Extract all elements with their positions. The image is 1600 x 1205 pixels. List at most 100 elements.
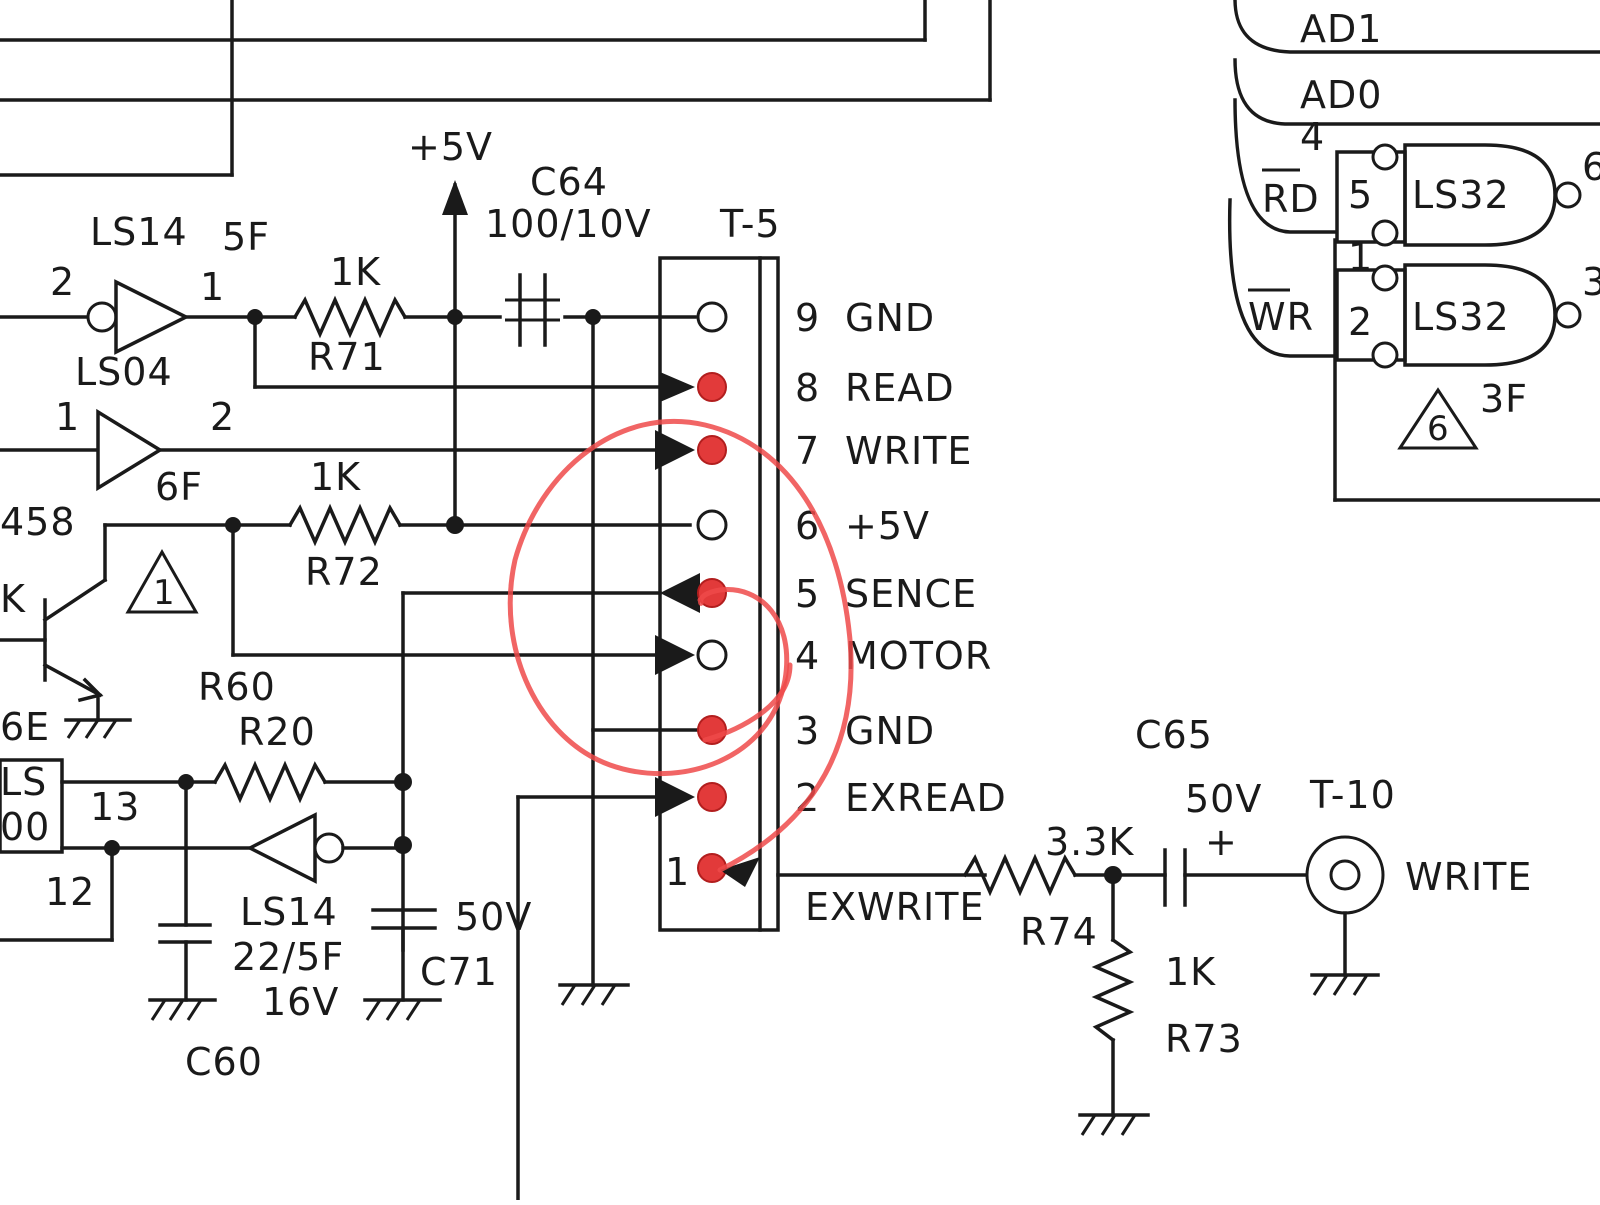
bus-4-label: 4 — [1300, 115, 1325, 159]
ground-bus — [558, 315, 702, 1006]
r60-label: R60 — [198, 665, 276, 709]
ls00-r20-block: LS 00 13 12 R20 LS14 22/5F 16V C60 50V C… — [0, 710, 532, 1084]
gate2-pin2: 2 — [1348, 300, 1373, 344]
connector-pin-6 — [696, 509, 728, 541]
c65-plus: + — [1205, 820, 1238, 864]
ad1-label: AD1 — [1300, 7, 1382, 51]
exwrite-label: EXWRITE — [805, 885, 984, 929]
plus5v-rail: +5V — [408, 125, 492, 527]
red-spiral-annotation — [507, 418, 854, 873]
connector-label: T-5 — [719, 202, 781, 246]
rd-label: RD — [1262, 177, 1320, 221]
gate1-out: 6 — [1582, 145, 1600, 189]
pin-name-2: EXREAD — [845, 776, 1007, 820]
ls04-pin-in: 1 — [55, 395, 80, 439]
gate2-out: 3 — [1582, 260, 1600, 304]
c64-label: C64 — [530, 160, 608, 204]
ad0-label: AD0 — [1300, 73, 1382, 117]
connector-pin-7 — [697, 435, 727, 465]
c71-label: C71 — [420, 950, 498, 994]
arrow-right-icon — [660, 372, 695, 402]
pin-1-number: 1 — [665, 850, 689, 894]
sence-net — [394, 573, 700, 952]
arrow-right-icon — [655, 635, 695, 675]
pin-name-9: GND — [845, 296, 935, 340]
arrow-right-icon — [655, 430, 695, 470]
r73-label: R73 — [1165, 1017, 1243, 1061]
ls14-a-pin-out: 1 — [200, 265, 225, 309]
c60-value: 22/5F — [232, 935, 344, 979]
pin-name-6: +5V — [845, 504, 930, 548]
ls00-partial-b: 00 — [0, 805, 50, 849]
r74-label: R74 — [1020, 910, 1098, 954]
pin-number-7: 7 — [795, 429, 819, 473]
arrow-right-icon — [655, 777, 695, 817]
r74-value: 3.3K — [1045, 820, 1134, 864]
write-jack-label: WRITE — [1405, 855, 1532, 899]
r20-label: R20 — [238, 710, 316, 754]
arrow-up-icon — [442, 180, 468, 215]
transistor-k-label: K — [0, 577, 26, 621]
ls04-loc: 6F — [155, 465, 203, 509]
ls14-a-loc: 5F — [222, 215, 270, 259]
r71-value: 1K — [330, 250, 381, 294]
pin-number-9: 9 — [795, 296, 819, 340]
c60-label: C60 — [185, 1040, 263, 1084]
connector-pin-2 — [697, 782, 727, 812]
ls14-a-label: LS14 — [90, 210, 188, 254]
c65-volt: 50V — [1185, 777, 1262, 821]
exread-net — [516, 777, 695, 1202]
pin-number-4: 4 — [795, 634, 819, 678]
ls32-a-label: LS32 — [1412, 173, 1510, 217]
c65-label: C65 — [1135, 713, 1213, 757]
pin-number-8: 8 — [795, 366, 819, 410]
c64-value: 100/10V — [485, 202, 652, 246]
ls00-partial-a: LS — [0, 760, 47, 804]
ls04-label: LS04 — [75, 350, 173, 394]
pin-name-5: SENCE — [845, 572, 977, 616]
ls14-a-pin-in: 2 — [50, 260, 75, 304]
connector-pin-4 — [696, 639, 728, 671]
pin-number-3: 3 — [795, 709, 819, 753]
r71-label: R71 — [308, 335, 386, 379]
warning-1-number: 1 — [153, 573, 175, 613]
warning-6-number: 6 — [1427, 409, 1449, 449]
ls04-gate: LS04 1 2 6F — [0, 350, 695, 509]
r71-resistor: 1K R71 — [247, 250, 697, 379]
gate1-pin5: 5 — [1348, 173, 1373, 217]
wr-label: WR — [1248, 295, 1314, 339]
r73-value: 1K — [1165, 950, 1216, 994]
ls14-5f-gate: LS14 5F 2 1 — [0, 210, 297, 355]
e6-label: 6E — [0, 705, 50, 749]
transistor-motor-driver: 458 K 1 R60 6E — [0, 500, 695, 749]
transistor-partial-label: 458 — [0, 500, 76, 544]
pin-name-4: MOTOR — [845, 634, 992, 678]
top-left-bus-box — [0, 0, 992, 177]
pin-name-8: READ — [845, 366, 955, 410]
c71-volt: 50V — [455, 895, 532, 939]
write-output-network: 3.3K R74 1K R73 C65 50V + T-10 WRITE — [962, 713, 1532, 1136]
arrow-left-icon — [720, 857, 760, 887]
arrow-left-icon — [660, 573, 700, 613]
ic-3f-label: 3F — [1480, 377, 1528, 421]
r72-label: R72 — [305, 550, 383, 594]
ls32-b-label: LS32 — [1412, 295, 1510, 339]
connector-pin-9 — [696, 301, 728, 333]
connector-pin-8 — [697, 372, 727, 402]
c60-volt: 16V — [262, 980, 339, 1024]
pin-12-label: 12 — [45, 870, 95, 914]
t10-label: T-10 — [1309, 773, 1396, 817]
ls04-pin-out: 2 — [210, 395, 235, 439]
red-spiral-lower — [702, 662, 793, 743]
pin-name-3: GND — [845, 709, 935, 753]
r72-resistor: 1K R72 — [103, 455, 692, 594]
r72-value: 1K — [310, 455, 361, 499]
pin-13-label: 13 — [90, 785, 140, 829]
ls32-3f-block: AD1 AD0 4 RD WR 5 LS32 6 1 2 LS32 3 6 3F — [1227, 0, 1600, 502]
gate1-pin1: 1 — [1348, 235, 1373, 279]
ls14-b-label: LS14 — [240, 890, 338, 934]
